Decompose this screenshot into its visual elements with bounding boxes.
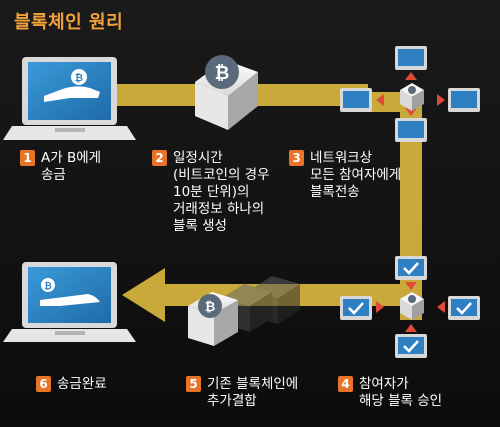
svg-text:₿: ₿ (205, 300, 216, 315)
step-text: 네트워크상 모든 참여자에게 블록전송 (310, 150, 402, 200)
bitcoin-block-icon: ₿ (188, 292, 238, 346)
step-text: 일정시간 (비트코인의 경우 10분 단위)의 거래정보 하나의 블록 생성 (173, 150, 270, 234)
laptop-icon (3, 57, 136, 140)
bitcoin-block-icon: ₿ (195, 55, 258, 130)
svg-text:₿: ₿ (215, 63, 230, 84)
step-1: 1 A가 B에게 송금 (20, 150, 101, 184)
step-2: 2 일정시간 (비트코인의 경우 10분 단위)의 거래정보 하나의 블록 생성 (152, 150, 270, 235)
network-node-icon (340, 46, 480, 142)
step-number-badge: 6 (36, 376, 51, 392)
step-text: 참여자가 해당 블록 승인 (359, 376, 443, 409)
step-text: 송금완료 (57, 376, 107, 392)
step-number-badge: 1 (20, 150, 35, 166)
step-3: 3 네트워크상 모든 참여자에게 블록전송 (289, 150, 401, 201)
step-4: 4 참여자가 해당 블록 승인 (338, 376, 442, 410)
step-number-badge: 4 (338, 376, 353, 392)
step-text: A가 B에게 송금 (41, 150, 102, 183)
step-5: 5 기존 블록체인에 추가결합 (186, 376, 298, 410)
step-6: 6 송금완료 (36, 376, 107, 393)
step-number-badge: 5 (186, 376, 201, 392)
page-title: 블록체인 원리 (14, 12, 124, 33)
approval-node (340, 256, 480, 358)
svg-text:₿: ₿ (75, 72, 83, 84)
checkmark-icon (348, 262, 472, 353)
hand-coin-icon: ₿ (40, 278, 100, 306)
hand-coin-icon: ₿ (44, 69, 100, 102)
arrow-left-icon (122, 268, 165, 322)
step-number-badge: 3 (289, 150, 304, 166)
step-number-badge: 2 (152, 150, 167, 166)
svg-text:₿: ₿ (44, 281, 51, 292)
step-text: 기존 블록체인에 추가결합 (207, 376, 299, 409)
